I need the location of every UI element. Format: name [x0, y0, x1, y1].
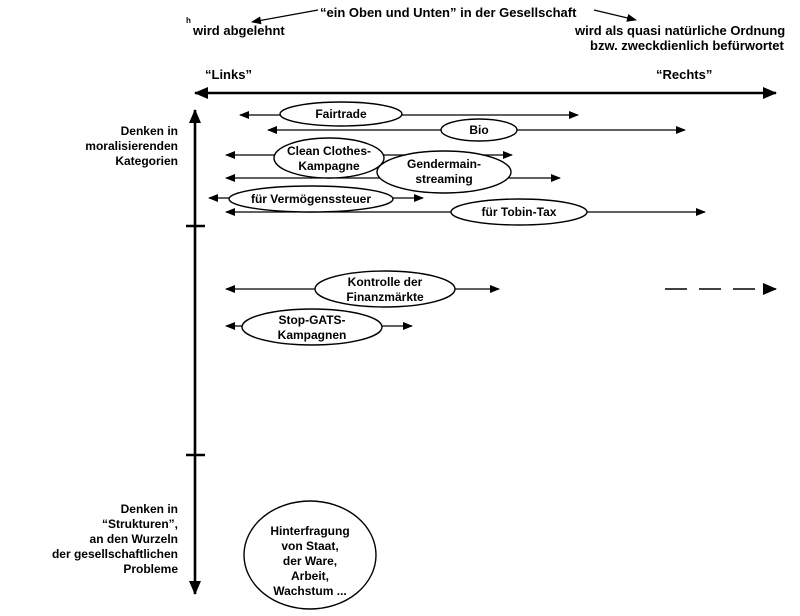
hinterfragung-line2: von Staat, [281, 539, 338, 553]
label-moral-line2: moralisierenden [85, 139, 178, 153]
header-arrow-left [251, 9, 319, 25]
label-struct-line3: an den Wurzeln [90, 532, 178, 546]
label-moral-line3: Kategorien [115, 154, 178, 168]
bio-label: Bio [469, 123, 488, 137]
stop-gats-line2: Kampagnen [278, 328, 347, 342]
header-title: “ein Oben und Unten” in der Gesellschaft [320, 5, 577, 20]
hinterfragung-line5: Wachstum ... [273, 584, 347, 598]
stop-gats-line1: Stop-GATS- [278, 313, 345, 327]
label-moral-line1: Denken in [121, 124, 178, 138]
ellipse-stop-gats: Stop-GATS- Kampagnen [241, 308, 383, 346]
ellipse-gendermainstreaming: Gendermain- streaming [376, 150, 512, 194]
label-struct-line5: Probleme [123, 562, 178, 576]
header-arrow-right [593, 9, 637, 22]
ellipse-hinterfragung: Hinterfragung von Staat, der Ware, Arbei… [243, 500, 377, 610]
rechts-label: “Rechts” [656, 67, 712, 82]
right-note-line1: wird als quasi natürliche Ordnung [574, 23, 785, 38]
fairtrade-label: Fairtrade [315, 107, 367, 121]
finanzmaerkte-line2: Finanzmärkte [346, 290, 424, 304]
right-note-line2: bzw. zweckdienlich befürwortet [590, 38, 784, 53]
gender-line2: streaming [415, 172, 472, 186]
label-moralisierend: Denken in moralisierenden Kategorien [85, 124, 178, 168]
hinterfragung-line1: Hinterfragung [270, 524, 349, 538]
hinterfragung-line4: Arbeit, [291, 569, 329, 583]
superscript-mark: h [186, 16, 191, 25]
links-label: “Links” [205, 67, 252, 82]
ellipse-tobin-tax: für Tobin-Tax [450, 198, 588, 226]
label-struct-line2: “Strukturen”, [102, 517, 178, 531]
clean-clothes-line2: Kampagne [298, 159, 360, 173]
ellipse-finanzmaerkte: Kontrolle der Finanzmärkte [314, 270, 456, 308]
hinterfragung-line3: der Ware, [283, 554, 337, 568]
ellipse-bio: Bio [440, 118, 518, 142]
tobin-tax-label: für Tobin-Tax [482, 205, 557, 219]
label-struct-line1: Denken in [121, 502, 178, 516]
left-note: wird abgelehnt [192, 23, 285, 38]
finanzmaerkte-line1: Kontrolle der [348, 275, 423, 289]
label-strukturen: Denken in “Strukturen”, an den Wurzeln d… [52, 502, 178, 576]
ellipse-clean-clothes: Clean Clothes- Kampagne [273, 137, 385, 179]
ellipse-fairtrade: Fairtrade [279, 101, 403, 127]
label-struct-line4: der gesellschaftlichen [52, 547, 178, 561]
ellipse-vermoegenssteuer: für Vermögenssteuer [228, 185, 394, 213]
gender-line1: Gendermain- [407, 157, 481, 171]
clean-clothes-line1: Clean Clothes- [287, 144, 371, 158]
vermoegenssteuer-label: für Vermögenssteuer [251, 192, 371, 206]
